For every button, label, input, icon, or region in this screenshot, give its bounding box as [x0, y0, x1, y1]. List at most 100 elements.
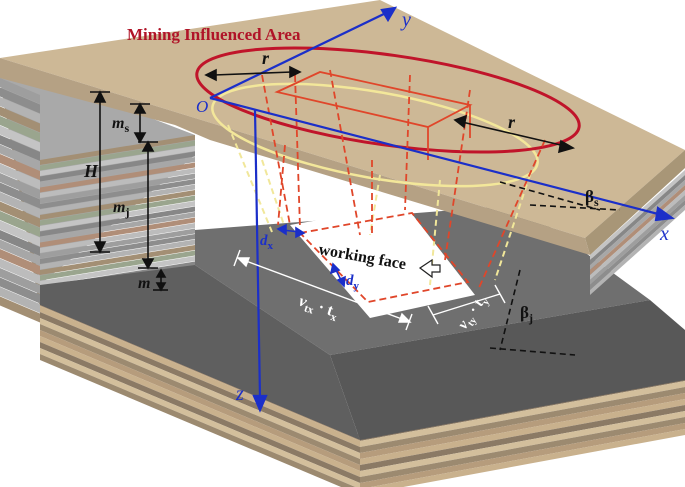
radius-left-label: r: [262, 48, 270, 68]
vtx-label: vtx · tx: [296, 293, 341, 325]
strata-band: [0, 211, 40, 237]
dx-arrow: [276, 223, 306, 239]
strata-band: [360, 417, 685, 483]
axis-y: [209, 6, 398, 99]
strata-band: [0, 239, 40, 266]
strata-band: [40, 162, 195, 193]
dx-label: dx: [260, 233, 274, 252]
strata-band: [590, 170, 685, 260]
axis-x: [209, 96, 675, 222]
strata-band: [0, 135, 40, 161]
strata-band: [40, 146, 195, 176]
title-mining-influenced-area: Mining Influenced Area: [127, 25, 301, 44]
axis-x-label: x: [659, 223, 669, 245]
surface-slab: [0, 0, 685, 255]
axis-y-label: y: [400, 9, 411, 31]
strata-band: [40, 173, 195, 204]
strata-band: [40, 179, 195, 209]
strata-band: [40, 223, 195, 253]
dimension-mj: [138, 140, 158, 270]
strata-band: [0, 154, 40, 180]
strata-band: [360, 411, 685, 477]
strata-band: [590, 175, 685, 265]
dy-arrow: [329, 262, 346, 288]
dimension-vty: [427, 284, 506, 325]
strata-band: [0, 87, 40, 114]
strata-band: [0, 106, 40, 133]
strata-band: [590, 180, 685, 270]
strata-band: [40, 234, 195, 264]
strata-band: [590, 200, 685, 290]
strata-band: [40, 168, 195, 198]
strata-band: [40, 212, 195, 242]
strata-band: [0, 144, 40, 171]
strata-band: [40, 250, 195, 281]
strata-band: [360, 423, 685, 487]
radius-left-arrow: [204, 65, 302, 82]
beta-j-lines: [489, 269, 576, 356]
strata-band: [40, 256, 195, 286]
strata-band: [590, 185, 685, 275]
dimension-H: [90, 90, 110, 254]
beta-s-label: βs: [585, 187, 599, 209]
strata-band: [0, 182, 40, 209]
strata-band: [0, 268, 40, 294]
strata-band: [40, 348, 360, 487]
strata-layers-left: [0, 78, 195, 323]
dimension-vtx: [233, 249, 413, 331]
strata-band: [590, 205, 685, 295]
beta-j-label: βj: [520, 303, 533, 325]
strata-band: [40, 157, 195, 187]
strata-band: [40, 201, 195, 231]
H-label: H: [83, 161, 99, 181]
strata-band: [40, 330, 360, 471]
m-label: m: [138, 275, 150, 292]
radius-right-label: r: [508, 112, 516, 132]
strata-band: [40, 342, 360, 483]
origin-label: O: [196, 97, 208, 116]
strata-band: [40, 324, 360, 465]
dy-label: dy: [346, 273, 360, 292]
strata-band: [40, 206, 195, 237]
strata-band: [360, 381, 685, 447]
strata-band: [40, 217, 195, 248]
strata-band: [40, 312, 360, 453]
strata-band: [0, 296, 40, 323]
strata-band: [0, 97, 40, 123]
strata-band: [40, 140, 195, 171]
strata-band: [40, 336, 360, 477]
strata-band: [360, 399, 685, 465]
strata-band: [40, 239, 195, 270]
strata-band: [40, 184, 195, 215]
strata-band: [360, 387, 685, 453]
strata-band: [0, 258, 40, 285]
strata-band: [370, 429, 685, 487]
yellow-dashed-lines: [227, 124, 531, 286]
strata-band: [0, 230, 40, 256]
inner-influence-ellipse: [211, 82, 539, 188]
strata-band: [40, 354, 356, 487]
strata-band: [40, 306, 360, 447]
axis-z-label: z: [235, 383, 244, 405]
dimension-m: [153, 268, 168, 292]
strata-band: [0, 201, 40, 228]
advance-arrow-icon: [418, 258, 441, 279]
strata-band: [0, 163, 40, 190]
strata-band: [360, 405, 685, 471]
strata-band: [0, 287, 40, 313]
ms-label: ms: [112, 115, 129, 135]
mj-label: mj: [113, 199, 129, 219]
beta-s-lines: [499, 181, 621, 211]
strata-band: [40, 228, 195, 259]
strata-band: [0, 249, 40, 275]
strata-band: [40, 190, 195, 220]
dimension-ms: [130, 102, 150, 144]
strata-band: [0, 192, 40, 218]
strata-band: [0, 116, 40, 142]
strata-band: [40, 195, 195, 226]
strata-band: [360, 393, 685, 459]
strata-band: [0, 125, 40, 152]
radius-right-arrow: [453, 114, 576, 154]
